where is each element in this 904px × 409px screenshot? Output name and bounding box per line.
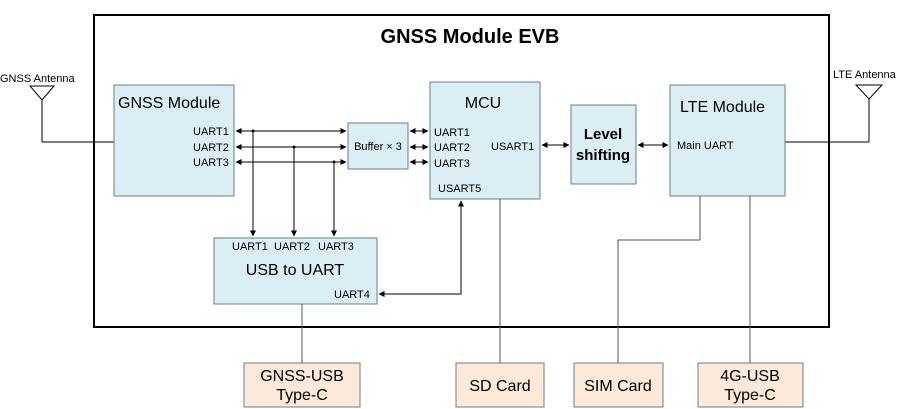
sim-card-label: SIM Card: [584, 378, 652, 395]
gnss-module-uart3: UART3: [193, 157, 229, 169]
gnss-module-uart1: UART1: [193, 126, 229, 138]
link-mcu-usart5-uart4: [378, 200, 464, 297]
diagram-title: GNSS Module EVB: [381, 26, 560, 48]
mcu-uart2: UART2: [434, 142, 470, 154]
buffer-label: Buffer × 3: [354, 141, 402, 153]
lte-usb-line1: 4G-USB: [720, 368, 780, 385]
lte-module-block: [669, 84, 786, 197]
sd-card-label: SD Card: [469, 378, 530, 395]
usb-to-uart-label: USB to UART: [246, 262, 345, 279]
usb-to-uart-block: [213, 237, 378, 305]
level-shifting-line1: Level: [584, 126, 622, 143]
evb-board-outline: [93, 14, 830, 328]
gnss-usb-line1: GNSS-USB: [260, 368, 344, 385]
wire-lte-sim-card: [617, 196, 701, 363]
gnss-usb-line2: Type-C: [276, 387, 328, 404]
lte-module-label: LTE Module: [680, 99, 765, 116]
usb-to-uart-port2: UART2: [274, 241, 310, 253]
level-shifting-block: [570, 104, 637, 185]
junction-uart2: [292, 145, 296, 149]
lte-antenna-label: LTE Antenna: [833, 69, 897, 81]
usb-to-uart-uart4: UART4: [334, 289, 370, 301]
mcu-label: MCU: [465, 95, 501, 112]
mcu-usart5: USART5: [438, 183, 481, 195]
junction-uart1: [251, 129, 255, 133]
usb-to-uart-port1: UART1: [232, 241, 268, 253]
lte-usb-typec-connector: [697, 362, 804, 408]
gnss-usb-typec-connector: [243, 362, 361, 408]
gnss-module-label: GNSS Module: [118, 95, 220, 112]
lte-usb-line2: Type-C: [724, 387, 776, 404]
mcu-uart3: UART3: [434, 158, 470, 170]
lte-antenna-icon: [785, 84, 884, 143]
sd-card-connector: [455, 362, 545, 408]
lte-module-main-uart: Main UART: [677, 140, 734, 152]
gnss-antenna-label: GNSS Antenna: [0, 73, 75, 85]
buffer-block: [347, 122, 409, 170]
usb-to-uart-port3: UART3: [318, 241, 354, 253]
junction-uart3: [332, 160, 336, 164]
mcu-usart1: USART1: [491, 141, 534, 153]
gnss-module-uart2: UART2: [193, 142, 229, 154]
mcu-uart1: UART1: [434, 127, 470, 139]
gnss-module-block: [113, 84, 235, 197]
gnss-antenna-icon: [28, 85, 114, 143]
mcu-block: [429, 81, 541, 200]
level-shifting-line2: shifting: [576, 147, 630, 164]
